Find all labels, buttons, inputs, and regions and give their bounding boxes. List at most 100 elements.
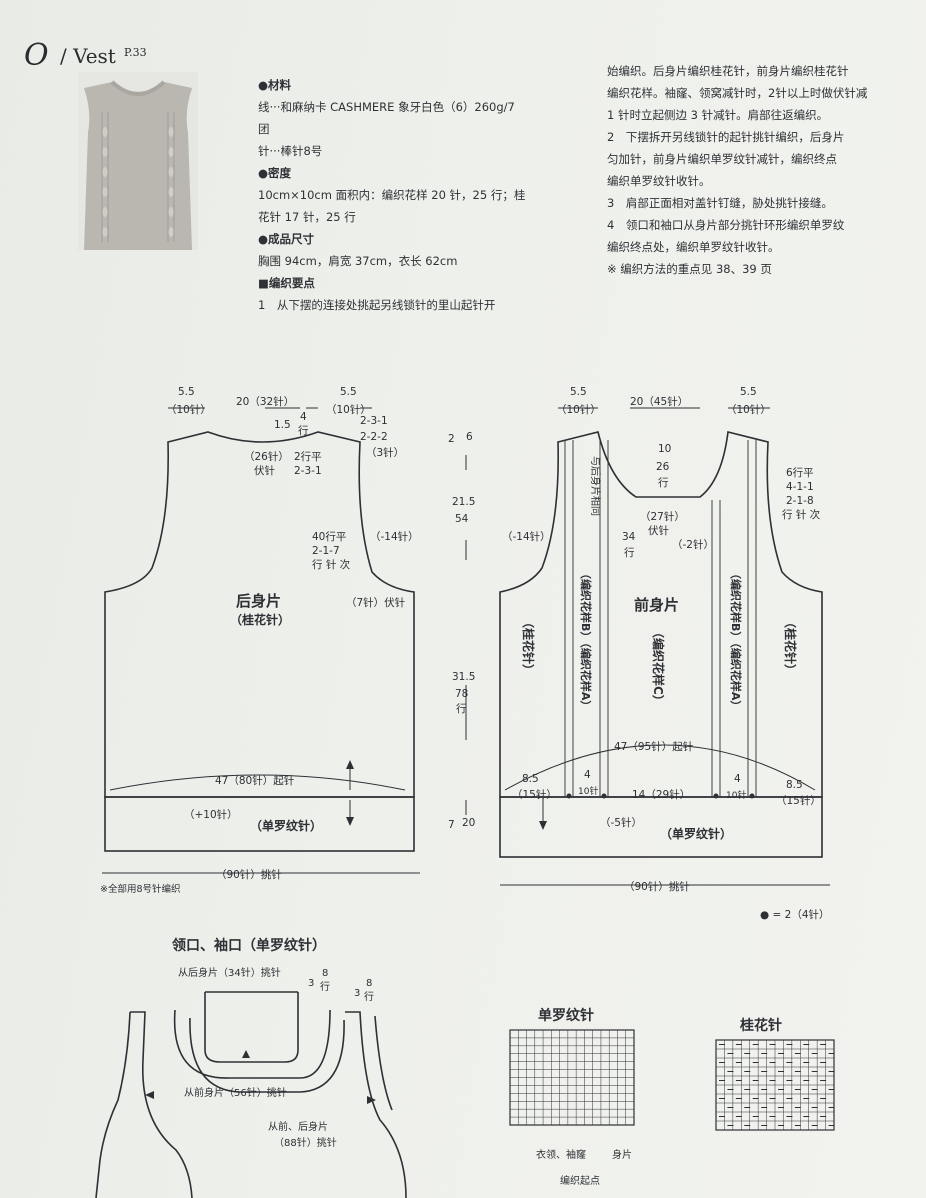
instruction-line: 1 针时立起侧边 3 针减针。肩部往返编织。 bbox=[607, 108, 829, 122]
svg-text:8.5: 8.5 bbox=[522, 773, 539, 785]
svg-text:（-5针）: （-5针） bbox=[600, 816, 642, 829]
svg-text:伏针: 伏针 bbox=[648, 524, 669, 537]
svg-text:4-1-1: 4-1-1 bbox=[786, 481, 814, 493]
back-body-labels: 5.5 （10针） 20（32针） 5.5 （10针） 1.5 4 行 2-3-… bbox=[100, 386, 419, 895]
front-pattern-c: （编织花样C） bbox=[651, 626, 666, 707]
back-body-name: 后身片 bbox=[236, 592, 281, 610]
needle-note: ※全部用8号针编织 bbox=[100, 883, 181, 895]
svg-text:（15针）: （15针） bbox=[776, 794, 821, 807]
svg-text:4: 4 bbox=[734, 773, 741, 785]
svg-text:10针: 10针 bbox=[726, 789, 746, 801]
front-body-outline bbox=[499, 431, 823, 798]
materials-line: 花针 17 针，25 行 bbox=[258, 210, 356, 224]
trim-title: 领口、袖口（单罗纹针） bbox=[172, 937, 326, 954]
svg-text:行: 行 bbox=[364, 990, 374, 1003]
svg-text:编织起点: 编织起点 bbox=[560, 1174, 600, 1187]
instruction-line: 编织花样。袖窿、领窝减针时，2针以上时做伏针减 bbox=[607, 86, 868, 100]
back-body-stitch: （桂花针） bbox=[230, 612, 290, 627]
back-neck-row: 行 bbox=[298, 424, 309, 437]
svg-text:行: 行 bbox=[624, 546, 635, 559]
svg-text:从前、后身片: 从前、后身片 bbox=[268, 1120, 328, 1133]
svg-text:（88针）挑针: （88针）挑针 bbox=[274, 1136, 337, 1149]
svg-text:8: 8 bbox=[366, 978, 372, 989]
trim-labels: 领口、袖口（单罗纹针） 从后身片（34针）挑针 3 8 行 3 8 行 从前身片… bbox=[172, 937, 374, 1149]
svg-text:行: 行 bbox=[456, 702, 467, 715]
svg-text:10: 10 bbox=[658, 443, 671, 455]
back-rib-band bbox=[104, 796, 415, 852]
svg-text:（15针）: （15针） bbox=[512, 788, 557, 801]
neck-trim bbox=[173, 991, 345, 1093]
armhole-trim-right bbox=[345, 1011, 407, 1198]
instruction-line: 匀加针，前身片编织单罗纹针减针，编织终点 bbox=[607, 152, 837, 166]
chart-labels: 单罗纹针 桂花针 衣领、袖窿 身片 编织起点 bbox=[536, 1007, 782, 1187]
back-top-right: 5.5 bbox=[340, 386, 357, 398]
back-neck-2row: 2行平 bbox=[294, 450, 322, 463]
materials-line: 胸围 94cm，肩宽 37cm，衣长 62cm bbox=[258, 254, 458, 268]
materials-line: 10cm×10cm 面积内：编织花样 20 针，25 行；桂 bbox=[258, 188, 526, 202]
svg-text:行: 行 bbox=[658, 476, 669, 489]
front-rib-band bbox=[499, 796, 823, 858]
same-as-back-note: 与后身片相同 bbox=[589, 456, 602, 516]
svg-text:衣领、袖窿: 衣领、袖窿 bbox=[536, 1148, 586, 1161]
svg-text:47（95针）起针: 47（95针）起针 bbox=[614, 740, 693, 753]
svg-text:桂花针: 桂花针 bbox=[739, 1017, 782, 1034]
svg-text:（90针）挑针: （90针）挑针 bbox=[624, 880, 690, 893]
back-neck-231: 2-3-1 bbox=[294, 465, 322, 477]
back-arm-rows-3: 行 针 次 bbox=[312, 558, 351, 571]
front-side-label-left: （桂花针） bbox=[521, 616, 536, 676]
back-neck-dec-1: 2-3-1 bbox=[360, 415, 388, 427]
svg-text:（10针）: （10针） bbox=[726, 403, 771, 416]
svg-text:4: 4 bbox=[584, 769, 591, 781]
instruction-line: ※ 编织方法的重点见 38、39 页 bbox=[607, 262, 772, 276]
page-reference: P.33 bbox=[124, 46, 147, 59]
svg-text:行 针 次: 行 针 次 bbox=[782, 508, 821, 521]
svg-text:54: 54 bbox=[455, 513, 469, 525]
front-body-labels: 5.5 （10针） 20（45针） 5.5 （10针） 10 26 行 与后身片… bbox=[502, 386, 830, 921]
instruction-line: 编织终点处，编织单罗纹针收针。 bbox=[607, 240, 780, 254]
svg-text:2-1-8: 2-1-8 bbox=[786, 495, 814, 507]
back-arm-rows-2: 2-1-7 bbox=[312, 545, 340, 557]
svg-text:20（45针）: 20（45针） bbox=[630, 395, 688, 408]
dot-legend: ● = 2（4针） bbox=[760, 908, 830, 921]
back-pickup: （90针）挑针 bbox=[216, 868, 282, 881]
instruction-line: 2 下摆拆开另线锁针的起针挑针编织，后身片 bbox=[607, 130, 845, 144]
materials-line: ■编织要点 bbox=[258, 276, 315, 290]
materials-line: ●密度 bbox=[258, 166, 292, 180]
back-neck-4: 4 bbox=[300, 411, 307, 423]
materials-line: 线···和麻纳卡 CASHMERE 象牙白色（6）260g/7 bbox=[258, 100, 515, 114]
svg-text:8.5: 8.5 bbox=[786, 779, 803, 791]
vest-photo bbox=[78, 72, 198, 250]
svg-text:从后身片（34针）挑针: 从后身片（34针）挑针 bbox=[178, 966, 281, 979]
svg-text:31.5: 31.5 bbox=[452, 671, 475, 683]
svg-text:34: 34 bbox=[622, 531, 636, 543]
svg-text:6行平: 6行平 bbox=[786, 466, 814, 479]
back-neck-dec-3: （3针） bbox=[366, 446, 404, 459]
instruction-line: 4 领口和袖口从身片部分挑针环形编织单罗纹 bbox=[607, 218, 845, 232]
svg-text:14（29针）: 14（29针） bbox=[632, 788, 690, 801]
front-pattern-ba-left: （编织花样B）（编织花样A） bbox=[579, 568, 593, 711]
back-top-left: 5.5 bbox=[178, 386, 195, 398]
back-cast-on: 47（80针）起针 bbox=[215, 774, 294, 787]
svg-text:7: 7 bbox=[448, 819, 455, 831]
front-body-name: 前身片 bbox=[634, 596, 679, 614]
instructions-block: 始编织。后身片编织桂花针，前身片编织桂花针编织花样。袖窿、领窝减针时，2针以上时… bbox=[607, 60, 926, 280]
back-increase: （+10针） bbox=[184, 808, 238, 821]
back-neck-bind2: 伏针 bbox=[254, 464, 275, 477]
svg-text:单罗纹针: 单罗纹针 bbox=[538, 1007, 594, 1024]
back-arm-rows-1: 40行平 bbox=[312, 530, 346, 543]
svg-text:行: 行 bbox=[320, 980, 330, 993]
vertical-measurements: 2 6 21.5 54 31.5 78 7 20 行 bbox=[448, 431, 475, 831]
pattern-title: / Vest bbox=[60, 44, 116, 68]
svg-text:20: 20 bbox=[462, 817, 475, 829]
back-body-outline bbox=[104, 431, 415, 798]
svg-text:（-2针）: （-2针） bbox=[672, 538, 714, 551]
instruction-line: 3 肩部正面相对盖针钉缝，胁处挑针接缝。 bbox=[607, 196, 833, 210]
svg-text:3: 3 bbox=[354, 988, 360, 999]
back-arm-bind: （7针）伏针 bbox=[346, 596, 405, 609]
back-top-left-st: （10针） bbox=[166, 403, 211, 416]
pattern-letter: O bbox=[24, 38, 49, 73]
back-neck-bind: （26针） bbox=[244, 450, 289, 463]
materials-line: 1 从下摆的连接处挑起另线锁针的里山起针开 bbox=[258, 298, 496, 312]
back-rib: （单罗纹针） bbox=[250, 818, 322, 833]
svg-text:（单罗纹针）: （单罗纹针） bbox=[660, 826, 732, 841]
